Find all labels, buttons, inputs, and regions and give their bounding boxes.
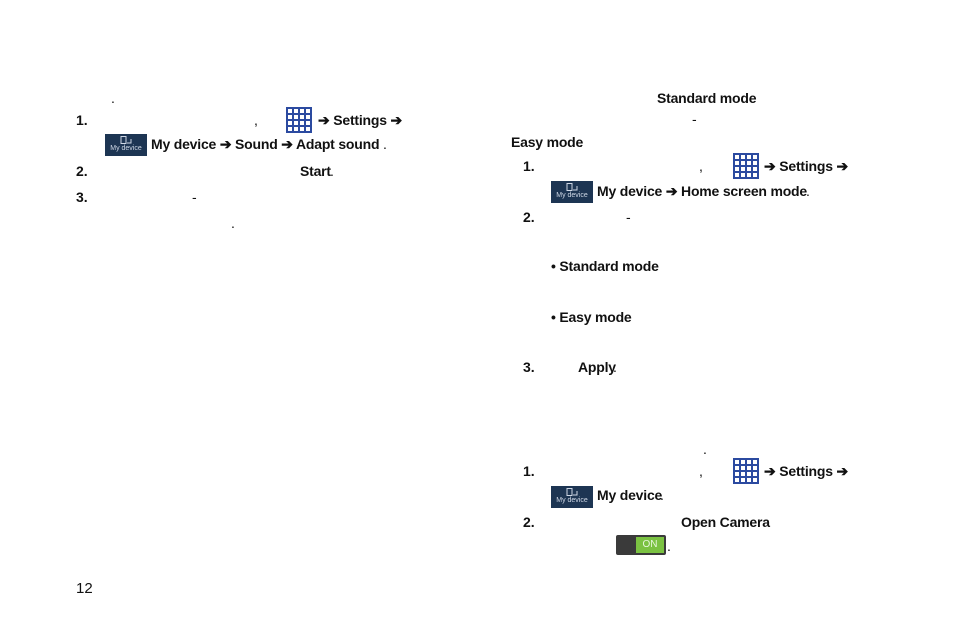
right-section2-dot: . — [703, 441, 707, 457]
my-device-icon: My device — [105, 134, 147, 156]
left-step2-end: . — [330, 163, 334, 179]
left-step3-number: 3. — [76, 189, 88, 205]
camera-step2-open-camera: Open Camera — [681, 514, 770, 530]
right-step3-number: 3. — [523, 359, 535, 375]
apps-icon — [733, 458, 759, 484]
page-number: 12 — [76, 580, 93, 597]
camera-step1-settings: ➔ Settings ➔ — [764, 463, 849, 479]
left-step3-dash: - — [192, 189, 197, 205]
camera-step2-number: 2. — [523, 514, 535, 530]
right-step3-end: . — [613, 359, 617, 375]
right-easy-mode: Easy mode — [511, 134, 584, 150]
camera-step2-end: . — [667, 538, 671, 554]
left-step1-settings: ➔ Settings ➔ — [318, 112, 403, 128]
right-step1-settings: ➔ Settings ➔ — [764, 158, 849, 174]
left-step2-start: Start — [300, 163, 331, 179]
my-device-caption: My device — [556, 497, 588, 504]
left-step3-dot: . — [231, 215, 235, 231]
right-step1-path: My device ➔ Home screen mode — [597, 183, 807, 199]
apps-icon — [733, 153, 759, 179]
camera-step1-path: My device — [597, 487, 663, 503]
my-device-icon: My device — [551, 181, 593, 203]
left-step2-number: 2. — [76, 163, 88, 179]
camera-step1-comma: , — [699, 463, 703, 479]
right-step1-comma: , — [699, 158, 703, 174]
right-step3-apply: Apply — [578, 359, 616, 375]
left-step1-comma: , — [254, 112, 258, 128]
apps-icon — [286, 107, 312, 133]
camera-step1-path-end: . — [660, 487, 664, 503]
left-step1-number: 1. — [76, 112, 88, 128]
toggle-on-label: ON — [636, 537, 664, 553]
right-step1-path-end: . — [806, 183, 810, 199]
right-dash: - — [692, 111, 697, 127]
bullet-easy-mode: • Easy mode — [551, 309, 632, 325]
my-device-icon: My device — [551, 486, 593, 508]
left-dot: . — [111, 90, 115, 106]
my-device-caption: My device — [556, 192, 588, 199]
left-step1-path: My device ➔ Sound ➔ Adapt sound — [151, 136, 380, 152]
left-step1-path-end: . — [383, 136, 387, 152]
right-step1-number: 1. — [523, 158, 535, 174]
on-toggle-icon: ON — [616, 535, 666, 555]
camera-step1-number: 1. — [523, 463, 535, 479]
right-standard-mode: Standard mode — [657, 90, 757, 106]
right-easy-mode-end: . — [579, 134, 583, 150]
my-device-caption: My device — [110, 145, 142, 152]
bullet-standard-mode: • Standard mode — [551, 258, 659, 274]
right-step2-dash: - — [626, 209, 631, 225]
right-step2-number: 2. — [523, 209, 535, 225]
